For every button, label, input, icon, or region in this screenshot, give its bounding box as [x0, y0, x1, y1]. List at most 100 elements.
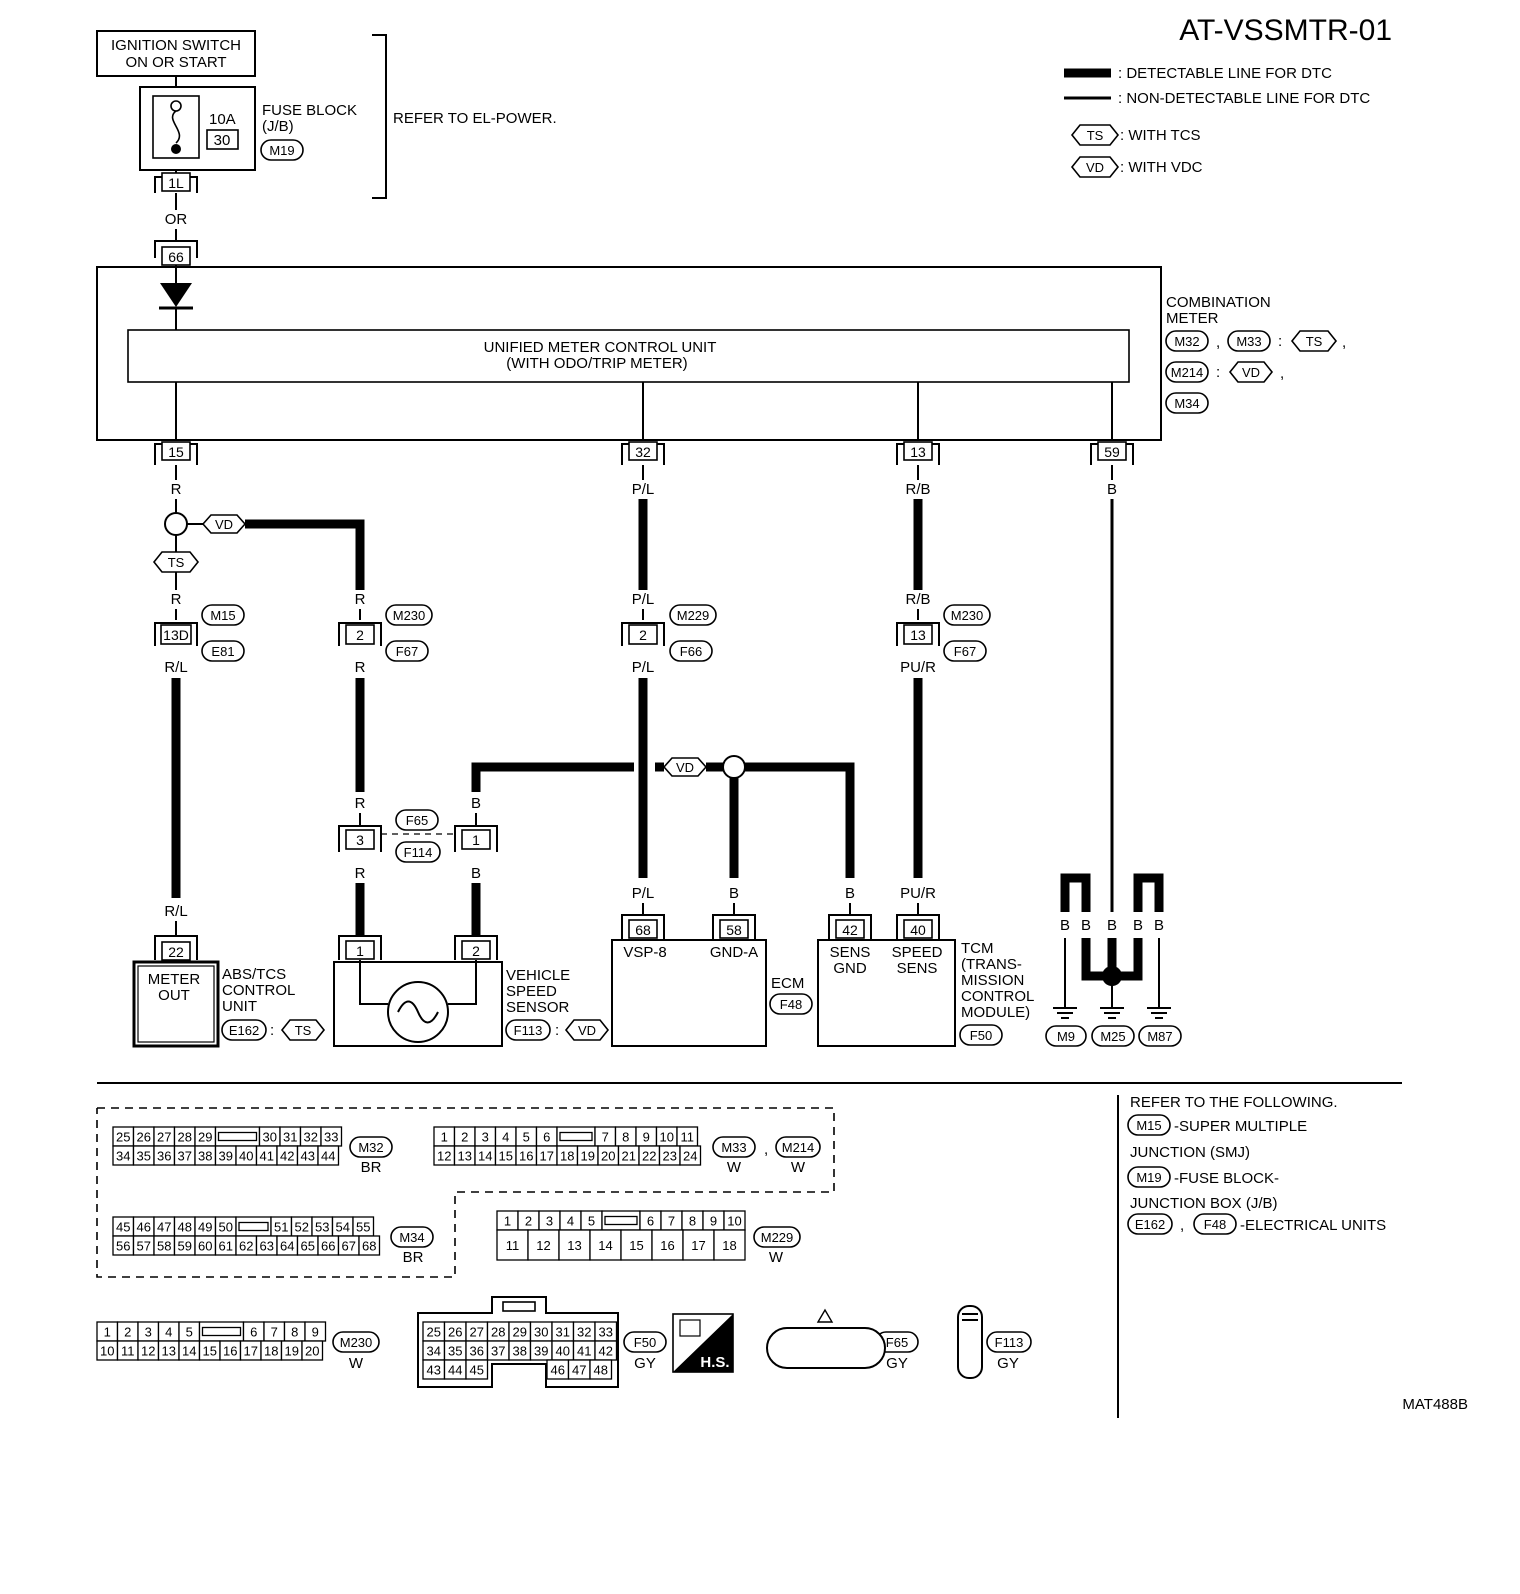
m32-pin-26: 26 — [137, 1130, 151, 1145]
m32-pin-43: 43 — [301, 1149, 315, 1164]
svg-text:40: 40 — [910, 922, 926, 938]
m230-pin-1: 1 — [104, 1325, 111, 1340]
f50-pin-32: 32 — [577, 1325, 591, 1340]
m32-pin-44: 44 — [321, 1149, 335, 1164]
conn-m15: M15 — [210, 608, 235, 623]
svg-text:42: 42 — [842, 922, 858, 938]
m229-pin-3: 3 — [546, 1214, 553, 1229]
m33-pin-9: 9 — [643, 1130, 650, 1145]
f50-pin-44: 44 — [448, 1363, 462, 1378]
ts-hex-col1 — [152, 551, 200, 573]
m33-pin-1: 1 — [441, 1130, 448, 1145]
m230-pin-16: 16 — [223, 1344, 237, 1359]
ignition-label-1: IGNITION SWITCH — [111, 37, 241, 54]
meter-out-label-2: OUT — [158, 987, 190, 1004]
vss-terminal-1: 1 — [338, 935, 382, 960]
wire-r-3: R — [355, 591, 366, 608]
abs-label-1: ABS/TCS — [222, 966, 286, 983]
m32-pin-28: 28 — [178, 1130, 192, 1145]
refer-m15: M15 — [1136, 1118, 1161, 1133]
f50-pin-46: 46 — [551, 1363, 565, 1378]
f113-housing — [957, 1305, 983, 1379]
conn-f67-a: F67 — [396, 644, 418, 659]
m32-pin-38: 38 — [198, 1149, 212, 1164]
wire-pl-4: P/L — [632, 885, 655, 902]
vss-label-1: VEHICLE — [506, 967, 570, 984]
pinout-m33-sep: , — [764, 1141, 768, 1158]
fuse-block-sub: (J/B) — [262, 118, 294, 135]
f65-housing — [766, 1327, 886, 1369]
wire-r-5: R — [355, 795, 366, 812]
refer-m15-text2: JUNCTION (SMJ) — [1130, 1144, 1250, 1161]
wire-b-9: B — [1133, 917, 1143, 934]
pinout-m214-color: W — [791, 1159, 806, 1176]
abs-label-3: UNIT — [222, 998, 257, 1015]
m32-pin-32: 32 — [304, 1130, 318, 1145]
meter-terminal-13: 13 — [896, 441, 940, 465]
fuse-conn-m19: M19 — [269, 143, 294, 158]
ground-m25: M25 — [1100, 1029, 1125, 1044]
m34-pin-62: 62 — [239, 1239, 253, 1254]
tcm-box — [817, 939, 956, 1047]
wire-pl-2: P/L — [632, 591, 655, 608]
conn-f50-tcm: F50 — [970, 1028, 992, 1043]
m33-pin-2: 2 — [461, 1130, 468, 1145]
meter-sep-4: : — [1216, 364, 1220, 381]
f50-pin-30: 30 — [534, 1325, 548, 1340]
m32-pin-37: 37 — [178, 1149, 192, 1164]
fuse-rating: 10A — [209, 111, 236, 128]
legend-ts-hex — [1070, 124, 1120, 146]
fuse-terminal-1l: 1L — [168, 175, 184, 191]
f50-pin-38: 38 — [513, 1344, 527, 1359]
wire-r-4: R — [355, 659, 366, 676]
conn-f113: F113 — [514, 1023, 543, 1038]
svg-text:59: 59 — [1104, 444, 1120, 460]
f50-pin-48: 48 — [594, 1363, 608, 1378]
m230-pin-15: 15 — [203, 1344, 217, 1359]
legend-vd-text: : WITH VDC — [1120, 159, 1203, 176]
wire-b-5: B — [1107, 481, 1117, 498]
m33-pin-8: 8 — [622, 1130, 629, 1145]
m33-pin-20: 20 — [601, 1149, 615, 1164]
figure-id: MAT488B — [1402, 1396, 1468, 1413]
refer-eu-text: -ELECTRICAL UNITS — [1240, 1217, 1386, 1234]
m229-pin-15: 15 — [629, 1238, 643, 1253]
svg-text:3: 3 — [356, 832, 364, 848]
m229-pin-2: 2 — [525, 1214, 532, 1229]
refer-m19-text: -FUSE BLOCK- — [1174, 1170, 1279, 1187]
pinout-m230-conn: M230 — [340, 1335, 373, 1350]
abs-sep: : — [270, 1022, 274, 1039]
tcm-terminal-42: 42 — [828, 914, 872, 940]
meter-unit-label-1: UNIFIED METER CONTROL UNIT — [484, 339, 717, 356]
m230-pin-5: 5 — [186, 1325, 193, 1340]
svg-text:2: 2 — [472, 943, 480, 959]
m230-pin-18: 18 — [264, 1344, 278, 1359]
vss-sep: : — [555, 1022, 559, 1039]
m229-pin-12: 12 — [536, 1238, 550, 1253]
pinout-m214-conn: M214 — [782, 1140, 815, 1155]
f50-pin-34: 34 — [427, 1344, 441, 1359]
wire-r-1: R — [171, 481, 182, 498]
wire-b-1: B — [471, 795, 481, 812]
f50-pin-37: 37 — [491, 1344, 505, 1359]
f50-pin-25: 25 — [427, 1325, 441, 1340]
m229-pin-5: 5 — [588, 1214, 595, 1229]
m33-pin-11: 11 — [681, 1130, 695, 1145]
m229-pin-6: 6 — [647, 1214, 654, 1229]
tcm-speed-sens-2: SENS — [897, 960, 938, 977]
meter-sep-2: : — [1278, 333, 1282, 350]
wire-r-2: R — [171, 591, 182, 608]
f50-pin-45: 45 — [470, 1363, 484, 1378]
abs-tcs-control-unit — [132, 960, 220, 1048]
m33-pin-18: 18 — [560, 1149, 574, 1164]
pinout-m34-color: BR — [403, 1249, 424, 1266]
svg-text:32: 32 — [635, 444, 651, 460]
m33-pin-10: 10 — [660, 1130, 674, 1145]
m229-pin-16: 16 — [660, 1238, 674, 1253]
svg-text:1: 1 — [356, 943, 364, 959]
m34-pin-50: 50 — [219, 1220, 233, 1235]
combination-meter-label-2: METER — [1166, 310, 1219, 327]
f50-pin-26: 26 — [448, 1325, 462, 1340]
wire-rl-1: R/L — [164, 659, 187, 676]
